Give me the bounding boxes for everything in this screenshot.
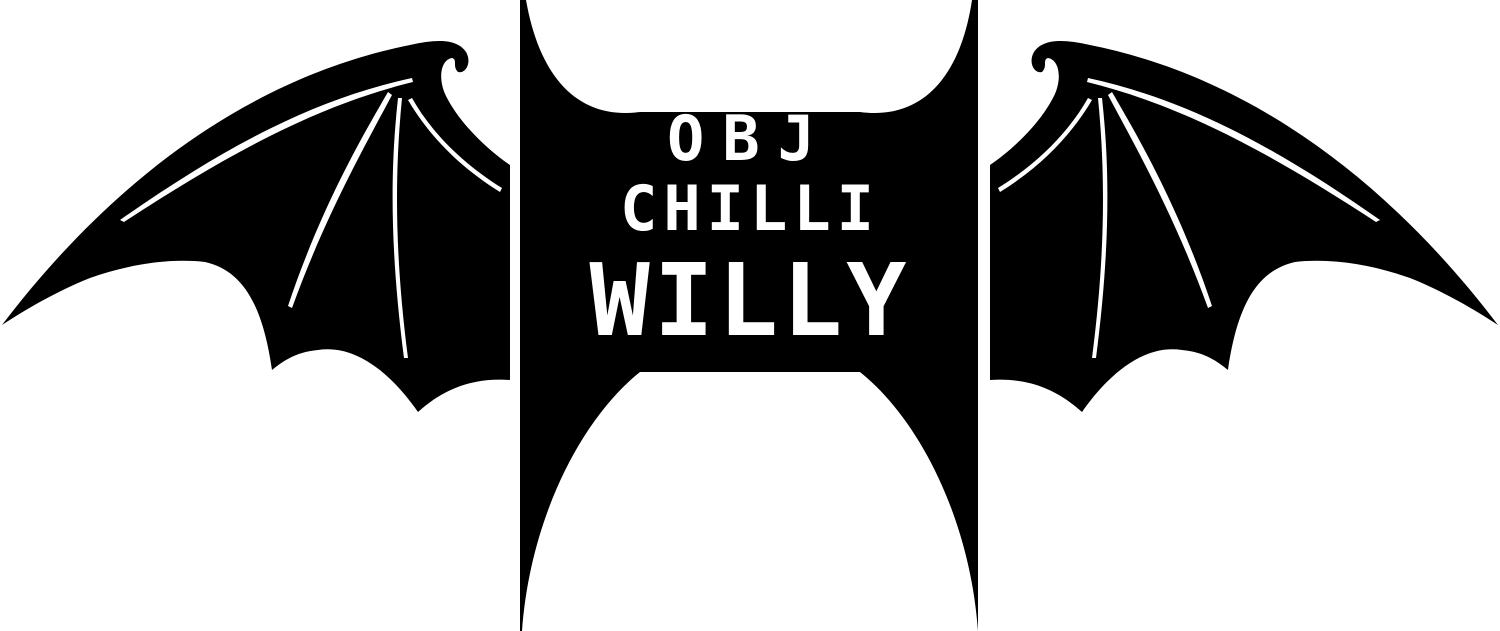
wordmark-line-2: CHILLI bbox=[620, 172, 880, 245]
wordmark-line-1: OBJ bbox=[667, 102, 833, 175]
wordmark: OBJ CHILLI WILLY bbox=[589, 102, 910, 359]
bat-body-icon bbox=[520, 0, 978, 631]
bat-wing-left-icon bbox=[2, 40, 510, 412]
wordmark-line-3: WILLY bbox=[589, 242, 910, 359]
bat-wing-right-icon bbox=[990, 40, 1498, 412]
